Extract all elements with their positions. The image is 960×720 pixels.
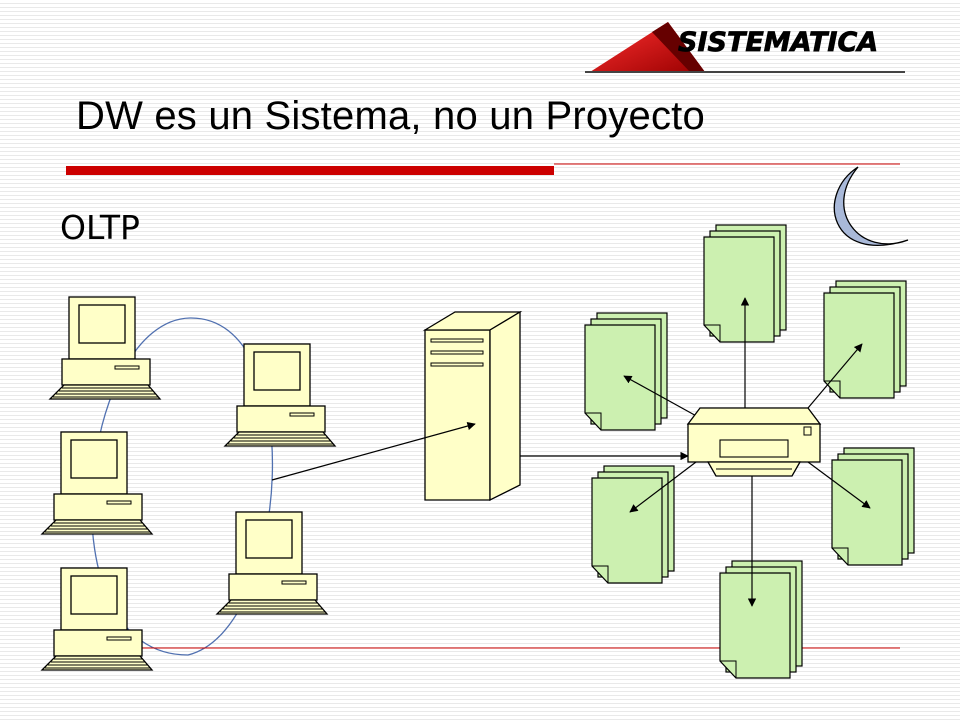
printer-icon [686, 407, 822, 477]
document-stack-icon [831, 447, 915, 566]
title-underline [66, 163, 900, 175]
document-stack-icon [823, 280, 907, 399]
logo: SISTEMATICA [585, 22, 905, 73]
computer-terminal-icon [41, 567, 153, 671]
computer-terminal-icon [41, 431, 153, 535]
server-tower-icon [422, 310, 523, 502]
computer-terminal-icon [216, 511, 328, 615]
computer-terminal-icon [224, 343, 336, 447]
document-stack-icon [591, 465, 675, 584]
slide-subtitle: OLTP [60, 208, 140, 247]
computer-terminal-icon [49, 296, 161, 400]
document-stack-icon [719, 560, 803, 679]
document-stack-icon [584, 312, 668, 431]
connector-arrows [271, 297, 871, 607]
slide-title: DW es un Sistema, no un Proyecto [76, 94, 705, 138]
logo-text: SISTEMATICA [678, 27, 878, 58]
moon-icon [833, 166, 909, 246]
